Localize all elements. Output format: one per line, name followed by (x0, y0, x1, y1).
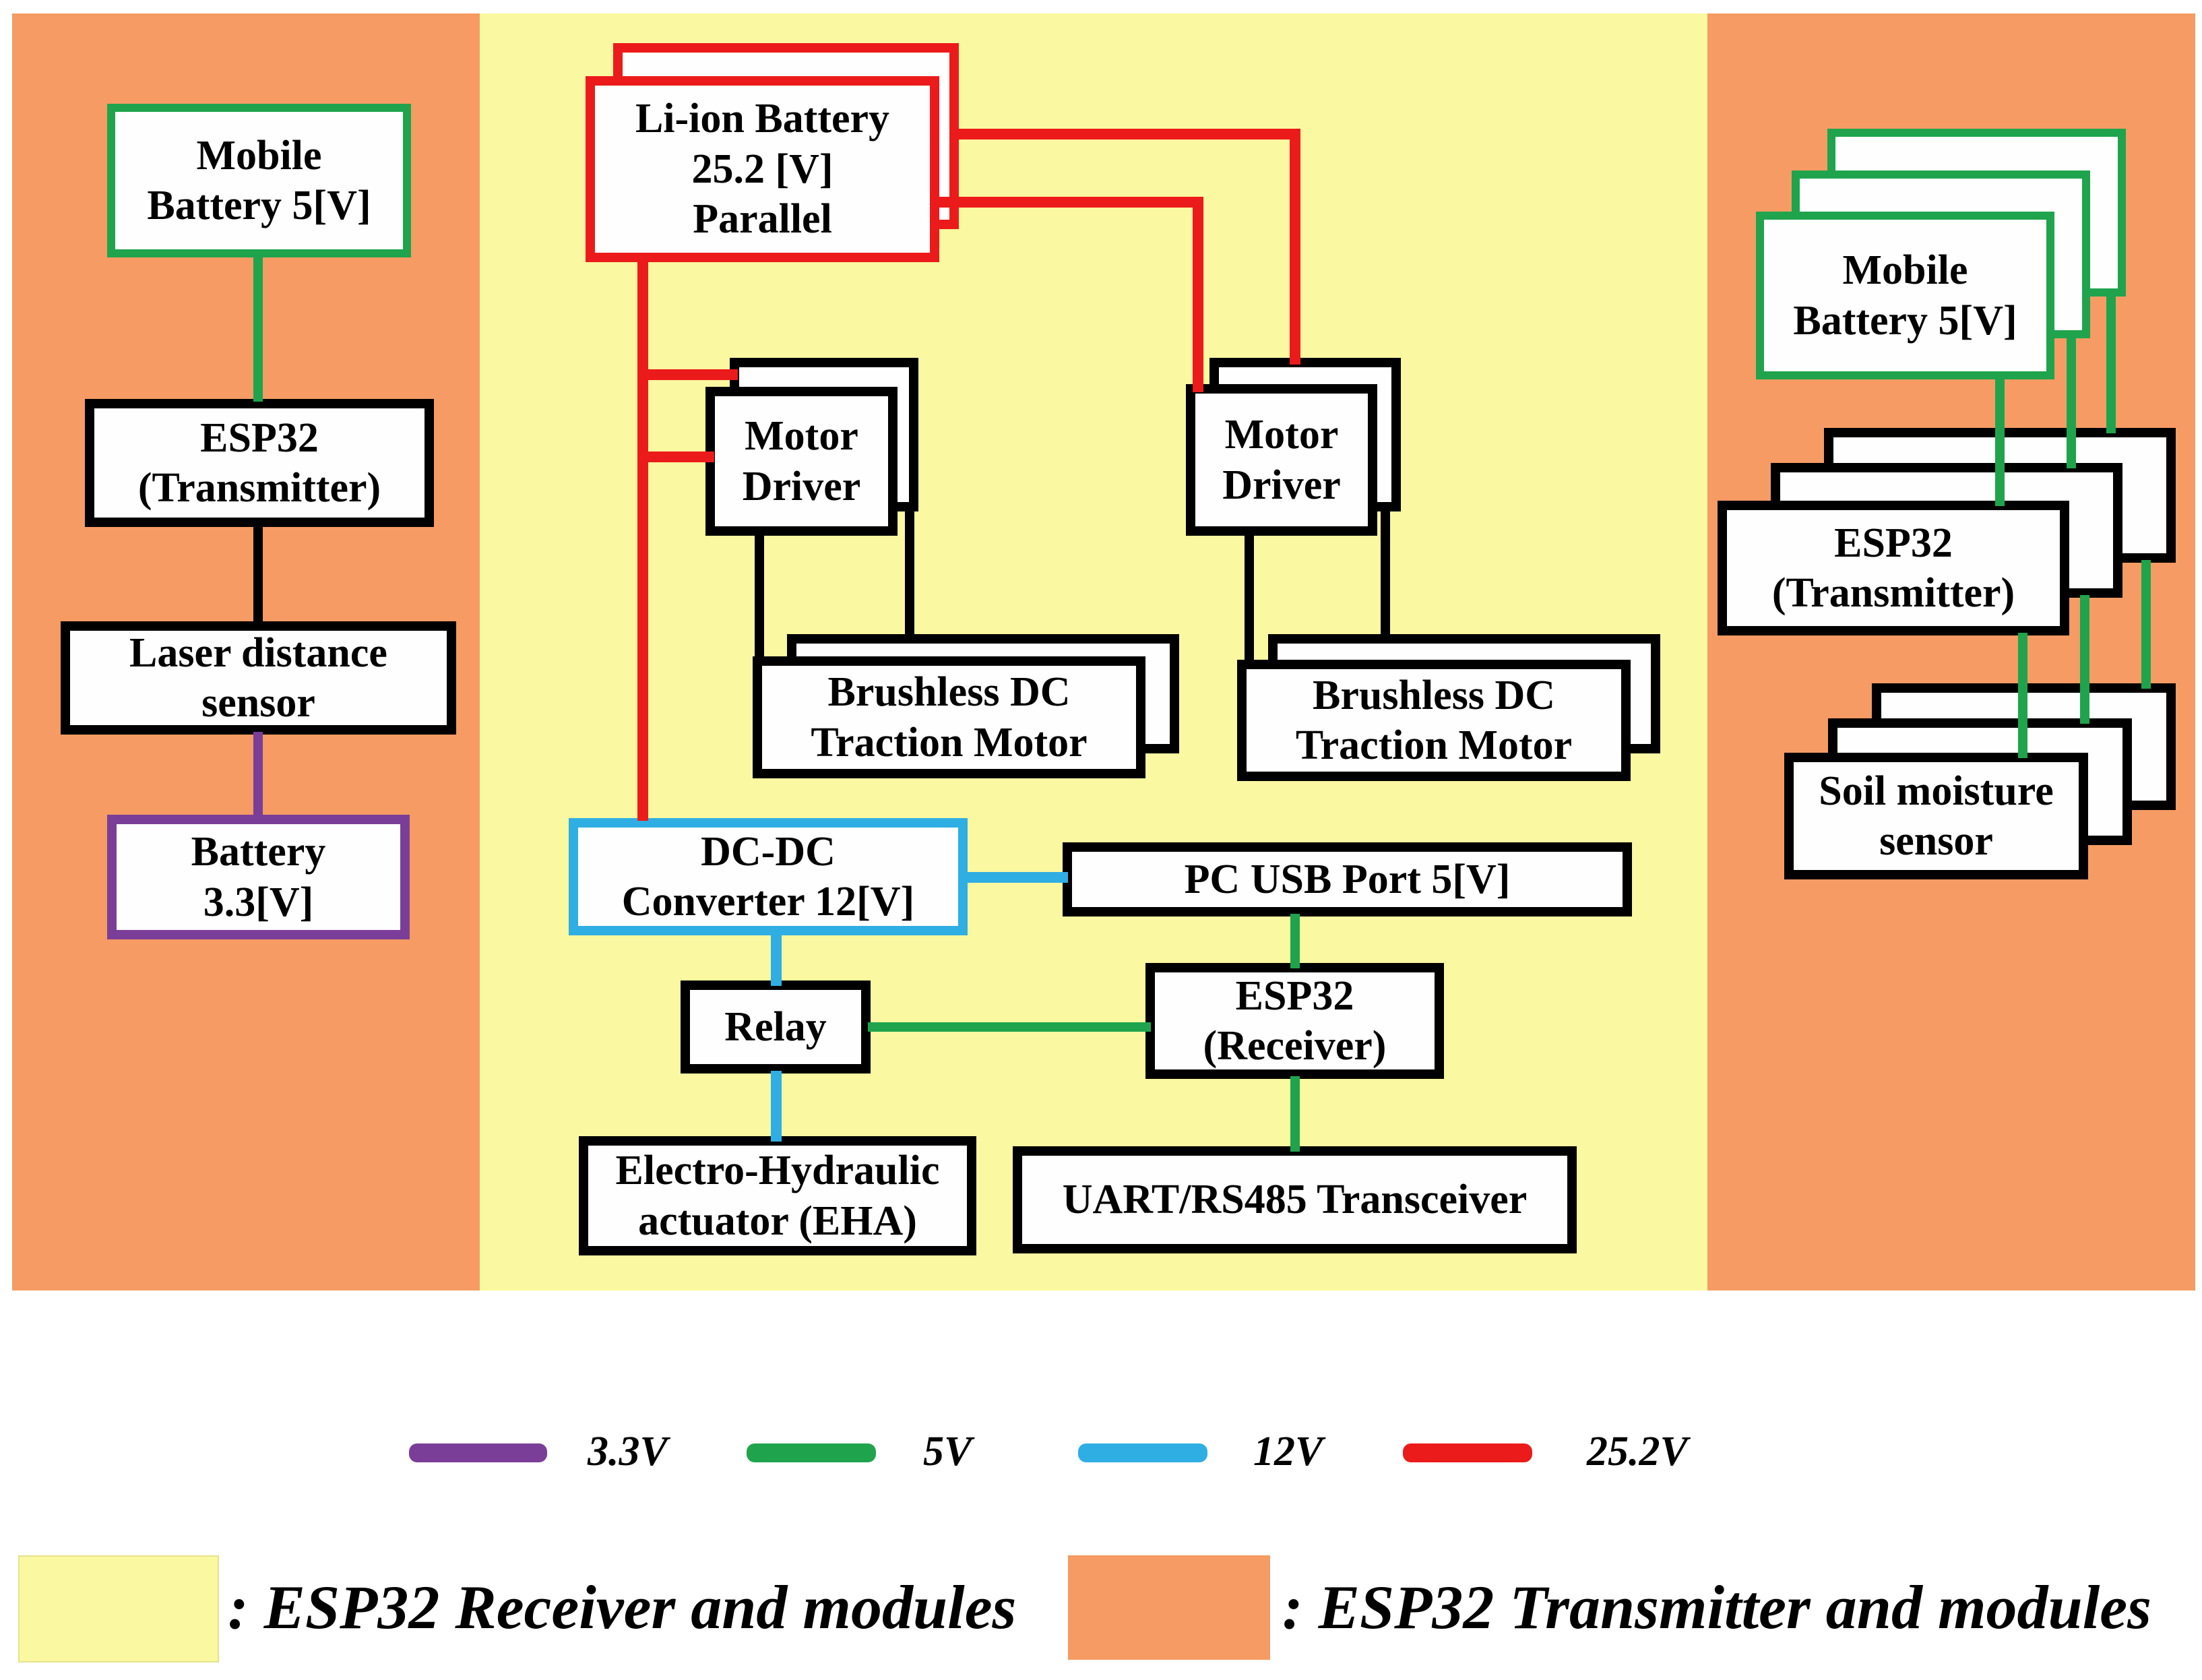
legend-line-12v (1078, 1443, 1207, 1462)
wire-5v-esp32-to-soil-sensor-2 (2080, 595, 2089, 724)
box-soil-moisture-sensor: Soil moisture sensor (1784, 753, 2088, 879)
wire-motor-driver-right-back-to-motor (1381, 505, 1390, 640)
wire-5v-esp32-receiver-to-uart (1290, 1076, 1300, 1152)
legend-line-5v (747, 1443, 876, 1462)
box-label-line: Traction Motor (811, 719, 1088, 766)
legend-line-25-2v (1403, 1443, 1532, 1462)
legend-label-transmitter: : ESP32 Transmitter and modules (1282, 1573, 2151, 1642)
legend-label-25-2v: 25.2V (1587, 1429, 1688, 1474)
box-label-line: Electro-Hydraulic (615, 1148, 940, 1194)
wire-25-2v-stub-to-motor-driver-left-front (640, 452, 714, 462)
box-motor-driver-right: Motor Driver (1186, 384, 1377, 536)
wire-5v-esp32-to-soil-sensor-3 (2141, 560, 2151, 689)
box-electro-hydraulic-actuator: Electro-Hydraulic actuator (EHA) (579, 1136, 976, 1255)
box-label-line: Traction Motor (1295, 722, 1573, 768)
wire-5v-battery-to-esp32-right-2 (2067, 336, 2076, 468)
box-label-line: (Transmitter) (137, 465, 381, 511)
wire-5v-battery-to-esp32-right-1 (1995, 377, 2005, 506)
box-label-line: Mobile (196, 132, 322, 179)
box-label-line: (Receiver) (1203, 1023, 1387, 1069)
legend-swatch-transmitter-orange (1068, 1555, 1270, 1660)
box-brushless-motor-left: Brushless DC Traction Motor (753, 656, 1145, 778)
wire-motor-driver-left-front-to-motor (755, 532, 764, 662)
box-label-line: Mobile (1842, 247, 1968, 294)
box-label-line: Laser distance (129, 629, 387, 676)
box-label-line: Motor (1224, 412, 1339, 458)
box-label-line: ESP32 (1834, 520, 1953, 566)
box-esp32-transmitter-left: ESP32 (Transmitter) (85, 399, 434, 527)
wire-25-2v-battery-to-motor-driver-right-h2 (937, 197, 1203, 208)
wire-esp32-to-laser-sensor (253, 524, 263, 625)
wire-12v-dcdc-to-pc-usb (964, 872, 1068, 883)
box-label-line: ESP32 (200, 414, 319, 461)
legend-swatch-receiver-yellow (18, 1555, 219, 1662)
wire-5v-mobile-battery-to-esp32 (253, 255, 263, 402)
box-label-line: Parallel (693, 196, 832, 243)
box-label-line: PC USB Port 5[V] (1184, 856, 1511, 902)
box-label-line: Soil moisture (1819, 768, 2054, 814)
box-label-line: Converter 12[V] (621, 879, 915, 925)
wire-25-2v-battery-to-motor-driver-right-v2 (1193, 197, 1203, 392)
wire-25-2v-battery-to-dcdc (637, 259, 648, 821)
wire-motor-driver-left-back-to-motor (905, 508, 914, 640)
box-label-line: Li-ion Battery (635, 96, 890, 142)
box-label-line: 3.3[V] (203, 879, 314, 925)
legend-label-12v: 12V (1253, 1429, 1323, 1474)
box-label-line: Brushless DC (827, 669, 1071, 716)
box-brushless-motor-right: Brushless DC Traction Motor (1237, 660, 1631, 781)
box-label-line: 25.2 [V] (691, 146, 833, 192)
box-label-line: Motor (745, 413, 858, 460)
box-motor-driver-left: Motor Driver (705, 387, 898, 536)
wire-3-3v-laser-to-battery (253, 732, 263, 817)
legend-label-3-3v: 3.3V (588, 1429, 668, 1474)
wire-12v-relay-to-eha (771, 1071, 782, 1142)
box-label-line: Battery 5[V] (1793, 297, 2017, 344)
box-label-line: sensor (1879, 818, 1993, 864)
box-dc-dc-converter: DC-DC Converter 12[V] (569, 818, 968, 935)
box-battery-3-3v: Battery 3.3[V] (107, 815, 410, 939)
wire-5v-esp32-to-soil-sensor-1 (2018, 633, 2027, 758)
box-esp32-receiver: ESP32 (Receiver) (1145, 963, 1444, 1079)
wire-25-2v-battery-to-motor-driver-right-v1 (1290, 129, 1300, 365)
wire-motor-driver-right-front-to-motor (1245, 532, 1254, 665)
box-label-line: Driver (1222, 462, 1341, 508)
box-pc-usb-port: PC USB Port 5[V] (1063, 842, 1632, 916)
box-label-line: Battery (191, 829, 326, 875)
wire-25-2v-battery-to-motor-driver-right-h1 (955, 129, 1300, 139)
box-mobile-battery-left: Mobile Battery 5[V] (107, 104, 411, 257)
box-esp32-transmitter-right: ESP32 (Transmitter) (1718, 501, 2069, 635)
box-label-line: Battery 5[V] (147, 183, 371, 228)
box-label-line: Driver (742, 463, 861, 509)
box-label-line: (Transmitter) (1771, 570, 2015, 616)
box-mobile-battery-right: Mobile Battery 5[V] (1756, 212, 2054, 379)
legend-label-5v: 5V (923, 1429, 972, 1474)
wire-25-2v-stub-to-motor-driver-left-back (640, 369, 738, 380)
box-uart-rs485-transceiver: UART/RS485 Transceiver (1013, 1146, 1577, 1253)
box-relay: Relay (681, 981, 871, 1074)
legend-label-receiver: : ESP32 Receiver and modules (228, 1573, 1017, 1642)
wire-5v-pc-usb-to-esp32-receiver (1290, 914, 1300, 968)
box-label-line: ESP32 (1235, 972, 1354, 1019)
box-laser-distance-sensor: Laser distance sensor (61, 621, 456, 735)
box-label-line: Relay (724, 1003, 827, 1050)
box-li-ion-battery: Li-ion Battery 25.2 [V] Parallel (586, 76, 939, 262)
box-label-line: sensor (201, 680, 315, 726)
legend-line-3-3v (409, 1443, 547, 1462)
box-label-line: UART/RS485 Transceiver (1062, 1177, 1528, 1223)
box-label-line: Brushless DC (1312, 672, 1555, 718)
wire-5v-battery-to-esp32-right-3 (2106, 294, 2116, 433)
wire-12v-dcdc-to-relay (771, 933, 782, 986)
wire-5v-relay-to-esp32-receiver (868, 1022, 1151, 1032)
box-label-line: actuator (EHA) (638, 1197, 917, 1244)
box-label-line: DC-DC (701, 828, 836, 875)
